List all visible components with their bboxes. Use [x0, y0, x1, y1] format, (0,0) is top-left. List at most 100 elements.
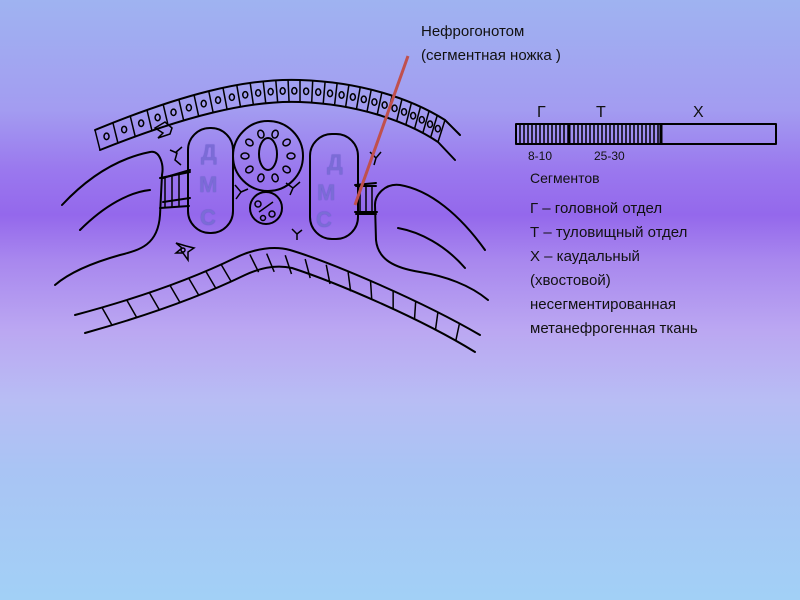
endoderm-cell-wall	[304, 258, 311, 279]
ectoderm-cell-wall	[275, 80, 279, 103]
ectoderm-nucleus	[254, 89, 262, 97]
legend-line-1: Г – головной отдел	[530, 200, 663, 217]
ectoderm-cell-wall	[193, 94, 200, 117]
legend-line-4: (хвостовой)	[530, 272, 611, 289]
mesenchyme-cells	[153, 121, 382, 263]
endoderm-cell-wall	[454, 323, 461, 342]
ectoderm-cell-wall	[249, 82, 255, 105]
endoderm-cell-wall	[205, 270, 217, 289]
endoderm-cell-wall	[325, 264, 331, 285]
endoderm-cell-wall	[101, 307, 113, 326]
legend-line-5: несегментированная	[530, 296, 676, 313]
somite-left-label-d: Д	[201, 140, 217, 165]
ectoderm-nucleus	[371, 98, 378, 106]
notochord	[249, 191, 283, 225]
ectoderm-cell-wall	[129, 115, 136, 137]
ectoderm-nucleus	[137, 119, 145, 128]
ectoderm-cell-wall	[333, 83, 338, 106]
ectoderm-cell-wall	[178, 99, 185, 121]
endoderm-cell-wall	[413, 301, 417, 320]
lateral-mesoderm-left	[54, 150, 164, 286]
legend-line-6: метанефрогенная ткань	[530, 320, 698, 337]
somite-left-label-s: С	[200, 205, 216, 230]
nephrogonotome-subtitle: (сегментная ножка )	[421, 47, 561, 64]
ectoderm-nucleus	[120, 125, 128, 134]
endoderm-cell-wall	[369, 280, 373, 301]
neural-tube-cell	[244, 138, 254, 147]
somite-left-label-m: М	[199, 172, 218, 197]
ectoderm-nucleus	[409, 111, 417, 120]
scale-tail-letter: Х	[693, 104, 704, 121]
ectoderm-cell-wall	[322, 81, 326, 104]
neural-tube-cell	[282, 165, 292, 174]
neural-tube-cell	[271, 129, 279, 139]
endoderm-cell-wall	[188, 277, 200, 296]
ectoderm-cell-wall	[395, 98, 403, 122]
endoderm-cell-wall	[434, 312, 439, 331]
ectoderm-nucleus	[434, 124, 442, 133]
ectoderm-cell-wall	[376, 92, 383, 115]
ectoderm-cell-wall	[287, 79, 290, 102]
ectoderm-nucleus	[302, 87, 310, 96]
ectoderm-cell-wall	[162, 104, 169, 126]
ectoderm-cell-wall	[344, 84, 350, 108]
endoderm-cell-wall	[126, 299, 138, 318]
scale-caption: Сегментов	[530, 170, 600, 186]
neural-tube-cell	[282, 138, 292, 147]
somite-right-label-m: М	[317, 180, 336, 205]
ectoderm-nucleus	[349, 93, 357, 101]
neural-tube-cell	[244, 165, 254, 174]
ectoderm-nucleus	[154, 113, 161, 122]
somite-right-label-s: С	[316, 207, 332, 232]
ectoderm-nucleus	[185, 103, 193, 112]
endoderm-inner	[84, 265, 476, 353]
ectoderm-nucleus	[426, 120, 434, 129]
ectoderm-nucleus	[103, 132, 110, 141]
ectoderm-nucleus	[279, 87, 286, 95]
lateral-mesoderm-right	[374, 183, 489, 301]
ectoderm-nucleus	[267, 87, 274, 96]
ectoderm-cell-wall	[222, 87, 228, 110]
endoderm-cell-wall	[169, 284, 181, 303]
neural-tube	[232, 120, 304, 192]
neural-tube-cell	[257, 173, 265, 183]
neural-tube-cell	[257, 129, 265, 139]
ectoderm-cell-wall	[94, 129, 101, 151]
neural-tube-cell	[271, 173, 279, 183]
ectoderm-cell-wall	[310, 80, 314, 103]
ectoderm-nucleus	[242, 90, 249, 99]
ectoderm-cell-wall	[355, 87, 361, 110]
endoderm-cell-wall	[265, 253, 275, 273]
neural-canal	[258, 137, 278, 171]
neural-tube-cell	[286, 152, 296, 160]
endoderm-cell-wall	[220, 264, 232, 282]
ectoderm-cell-wall	[208, 90, 214, 113]
legend-line-2: Т – туловищный отдел	[530, 224, 688, 241]
nephrogonotome-title: Нефрогонотом	[421, 23, 525, 40]
ectoderm-nucleus	[228, 93, 236, 102]
ectoderm-nucleus	[400, 107, 408, 116]
somite-left	[187, 127, 234, 234]
endoderm-cell-wall	[148, 292, 161, 311]
neural-tube-cell	[240, 152, 250, 160]
ectoderm-cell-wall	[112, 122, 119, 144]
endoderm-outer	[74, 247, 481, 336]
scale-trunk-letter: Т	[596, 104, 606, 121]
ectoderm-cell-wall	[429, 115, 438, 138]
ectoderm-nucleus	[200, 99, 207, 108]
ectoderm-cell-wall	[405, 102, 413, 125]
ectoderm-nucleus	[360, 95, 368, 104]
ectoderm-nucleus	[326, 89, 334, 98]
somite-right-label-d: Д	[327, 150, 343, 175]
scale-head-letter: Г	[537, 104, 546, 121]
ectoderm-cell-wall	[422, 110, 430, 134]
endoderm-cell-wall	[284, 255, 293, 275]
legend-line-3: Х – каудальный	[530, 248, 640, 265]
ectoderm-nucleus	[314, 88, 322, 97]
endoderm-cell-wall	[249, 254, 260, 273]
endoderm-cell-wall	[347, 272, 352, 292]
ectoderm-nucleus	[381, 101, 388, 109]
ectoderm-cell-wall	[262, 81, 267, 104]
ectoderm-nucleus	[391, 104, 398, 113]
